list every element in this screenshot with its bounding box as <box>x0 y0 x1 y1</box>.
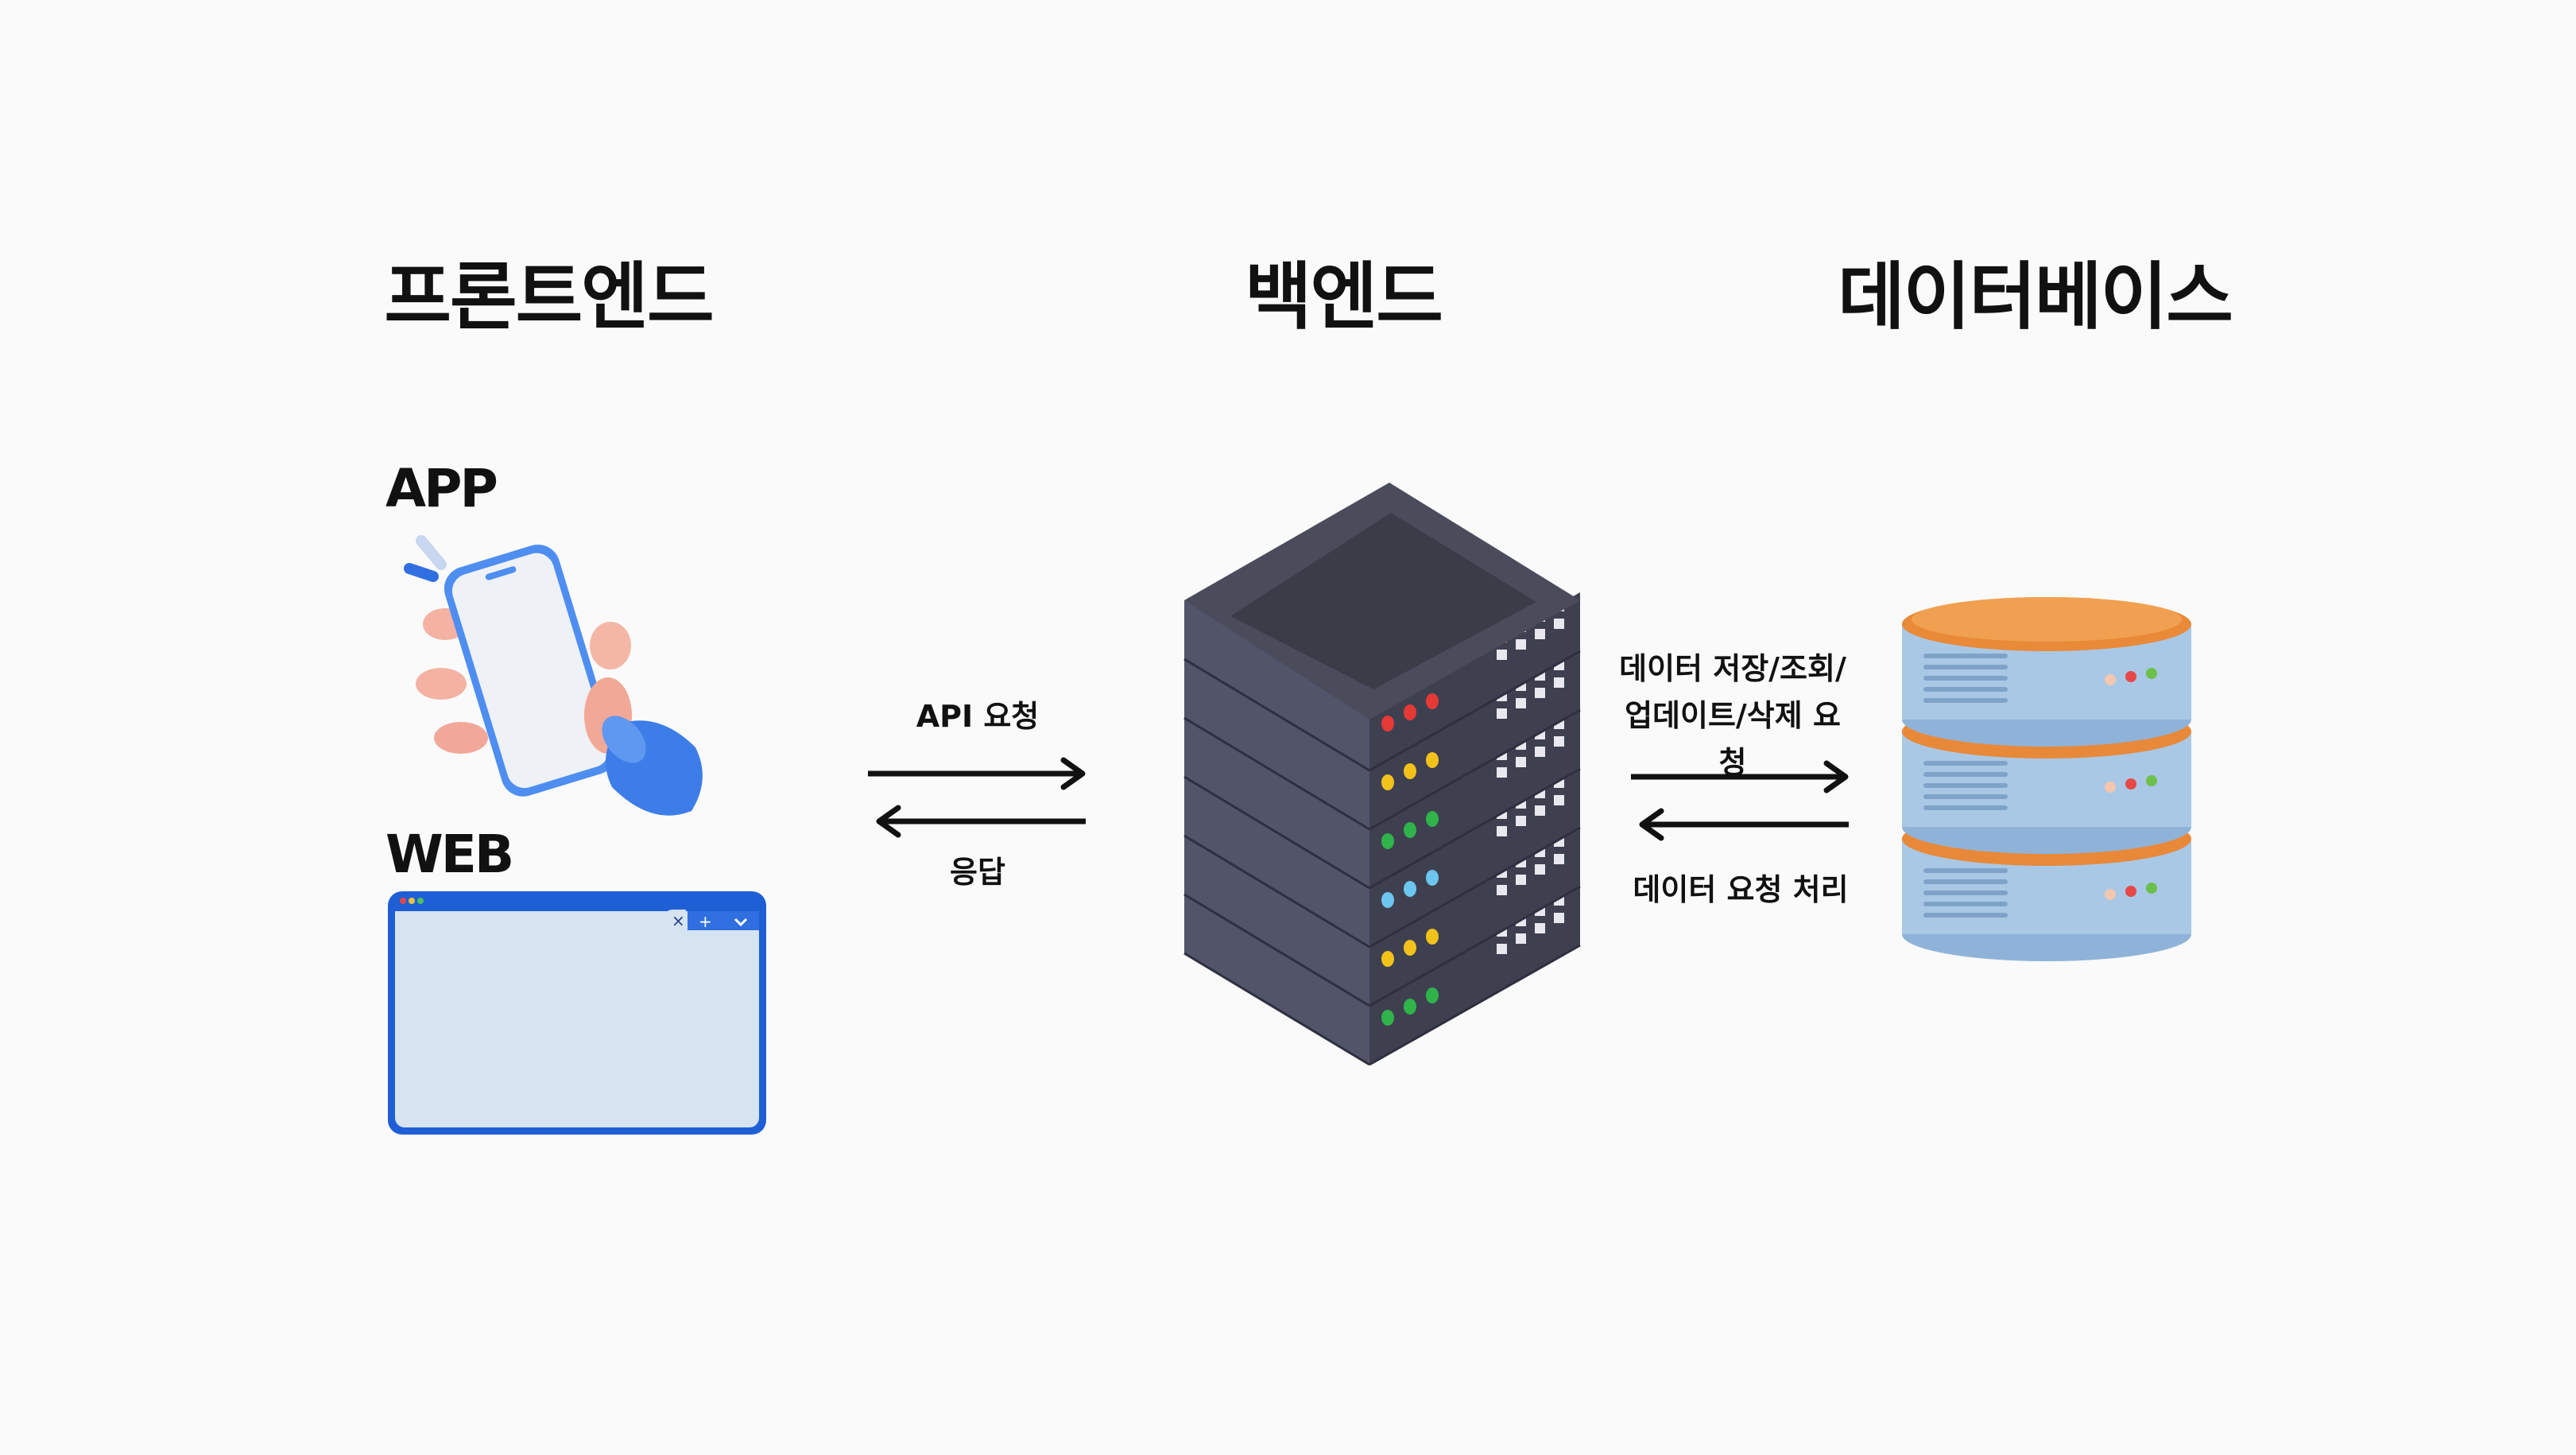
api-response-label: 응답 <box>950 855 1005 890</box>
database-heading: 데이터베이스 <box>1838 254 2233 340</box>
database-stack-icon <box>1902 597 2191 961</box>
db-request-label: 데이터 저장/조회/업데이트/삭제 요청 <box>1619 651 1846 780</box>
app-label: APP <box>385 458 498 519</box>
api-request-arrow <box>868 757 1086 790</box>
api-request-label: API 요청 <box>916 699 1040 734</box>
db-response-arrow <box>1639 808 1849 841</box>
db-response-label: 데이터 요청 처리 <box>1633 872 1849 907</box>
svg-text:+: + <box>699 912 712 931</box>
phone-in-hand-icon <box>404 535 703 816</box>
api-response-arrow <box>876 805 1086 838</box>
web-label: WEB <box>385 824 514 885</box>
db-request-arrow <box>1631 760 1849 793</box>
svg-text:×: × <box>672 911 685 930</box>
backend-heading: 백엔드 <box>1245 254 1443 340</box>
frontend-heading: 프론트엔드 <box>384 254 714 340</box>
server-rack-icon <box>1183 483 1581 1066</box>
browser-window-icon: × + <box>388 891 766 1135</box>
